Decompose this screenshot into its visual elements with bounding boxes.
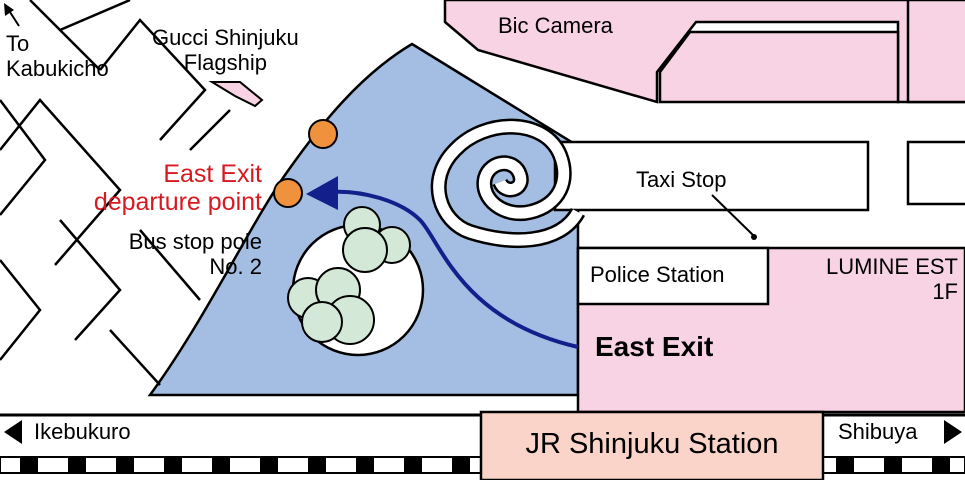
gucci-label: Gucci Shinjuku Flagship	[152, 25, 299, 75]
right-triangle-icon	[944, 420, 962, 444]
taxi-loop-ramp-inner	[433, 121, 583, 246]
lumine-est-label: LUMINE EST 1F	[825, 254, 958, 304]
bus-stop-1-dot	[308, 119, 338, 149]
taxi-stop-label: Taxi Stop	[636, 167, 727, 192]
ikebukuro-label: Ikebukuro	[34, 419, 131, 444]
bic-camera-label: Bic Camera	[498, 13, 613, 38]
tree-cluster-top	[342, 206, 411, 273]
building-police-station	[576, 246, 770, 306]
taxi-stop-pointer	[711, 194, 755, 237]
route-arrowhead	[306, 176, 338, 210]
building-gucci	[208, 81, 264, 108]
police-station-label: Police Station	[590, 262, 725, 287]
bus-stop-label: Bus stop pole No. 2	[128, 229, 262, 279]
shibuya-label: Shibuya	[838, 419, 918, 444]
building-upper-right	[658, 30, 900, 104]
building-right-edge	[906, 140, 965, 206]
jr-station-label: JR Shinjuku Station	[525, 428, 779, 460]
east-exit-label: East Exit	[595, 331, 714, 362]
building-far-right	[906, 0, 965, 104]
route-arrow-line	[329, 189, 579, 349]
taxi-stop-point	[751, 234, 757, 240]
diagonal-arrow-head	[4, 3, 14, 16]
building-bic-camera	[443, 0, 965, 104]
left-triangle-icon	[4, 420, 22, 444]
to-kabukicho-label: To Kabukicho	[6, 31, 109, 81]
street-lines-left	[0, 0, 231, 386]
tree-cluster-bottom	[287, 267, 375, 345]
jr-station-box	[479, 410, 825, 480]
departure-point-label: East Exit departure point	[93, 160, 262, 216]
bus-stop-2-dot	[273, 178, 303, 208]
